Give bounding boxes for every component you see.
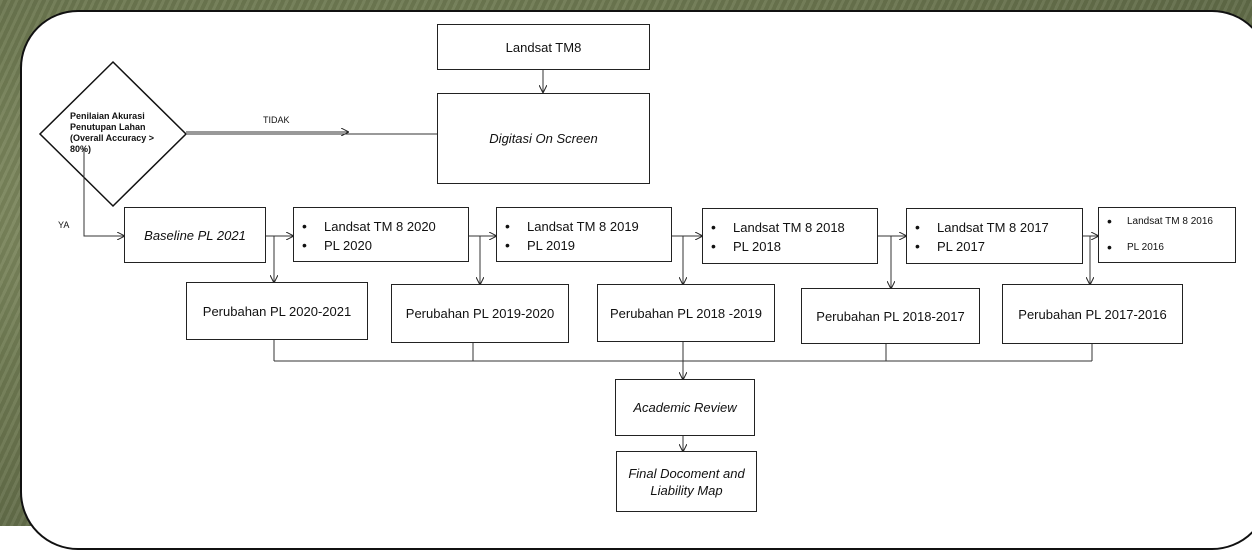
data-box-2018: •Landsat TM 8 2018 •PL 2018 — [702, 208, 878, 264]
landsat-tm8-box: Landsat TM8 — [437, 24, 650, 70]
academic-review-box: Academic Review — [615, 379, 755, 436]
arrow-ya — [83, 148, 124, 236]
digitasi-box: Digitasi On Screen — [437, 93, 650, 184]
bullet: • — [302, 218, 307, 234]
change-box-2018-2019: Perubahan PL 2018 -2019 — [597, 284, 775, 342]
change-box-2020-2021: Perubahan PL 2020-2021 — [186, 282, 368, 340]
connectors — [38, 60, 1252, 526]
bullet: • — [302, 237, 307, 253]
baseline-box: Baseline PL 2021 — [124, 207, 266, 263]
accuracy-line-2: Penutupan Lahan — [70, 122, 146, 132]
data-box-2017: •Landsat TM 8 2017 •PL 2017 — [906, 208, 1083, 264]
bullet: • — [711, 219, 716, 235]
bullet: • — [915, 219, 920, 235]
change-box-2017-2016: Perubahan PL 2017-2016 — [1002, 284, 1183, 344]
bullet: • — [1107, 213, 1112, 229]
change-box-2019-2020: Perubahan PL 2019-2020 — [391, 284, 569, 343]
bullet: • — [1107, 239, 1112, 255]
data-box-2019: •Landsat TM 8 2019 •PL 2019 — [496, 207, 672, 262]
change-box-2018-2017: Perubahan PL 2018-2017 — [801, 288, 980, 344]
bullet: • — [505, 237, 510, 253]
bullet: • — [505, 218, 510, 234]
accuracy-line-4: 80%) — [70, 144, 92, 154]
bullet: • — [711, 238, 716, 254]
final-document-box: Final Docoment and Liability Map — [616, 451, 757, 512]
accuracy-check-label: Penilaian Akurasi Penutupan Lahan (Overa… — [70, 111, 170, 155]
data-box-2016: •Landsat TM 8 2016 •PL 2016 — [1098, 207, 1236, 263]
accuracy-line-1: Penilaian Akurasi — [70, 111, 145, 121]
edge-label-ya: YA — [58, 220, 70, 230]
accuracy-decision-diamond — [38, 60, 188, 208]
edge-label-tidak: TIDAK — [263, 115, 290, 125]
bullet: • — [915, 238, 920, 254]
data-box-2020: •Landsat TM 8 2020 •PL 2020 — [293, 207, 469, 262]
accuracy-line-3: (Overall Accuracy > — [70, 133, 154, 143]
